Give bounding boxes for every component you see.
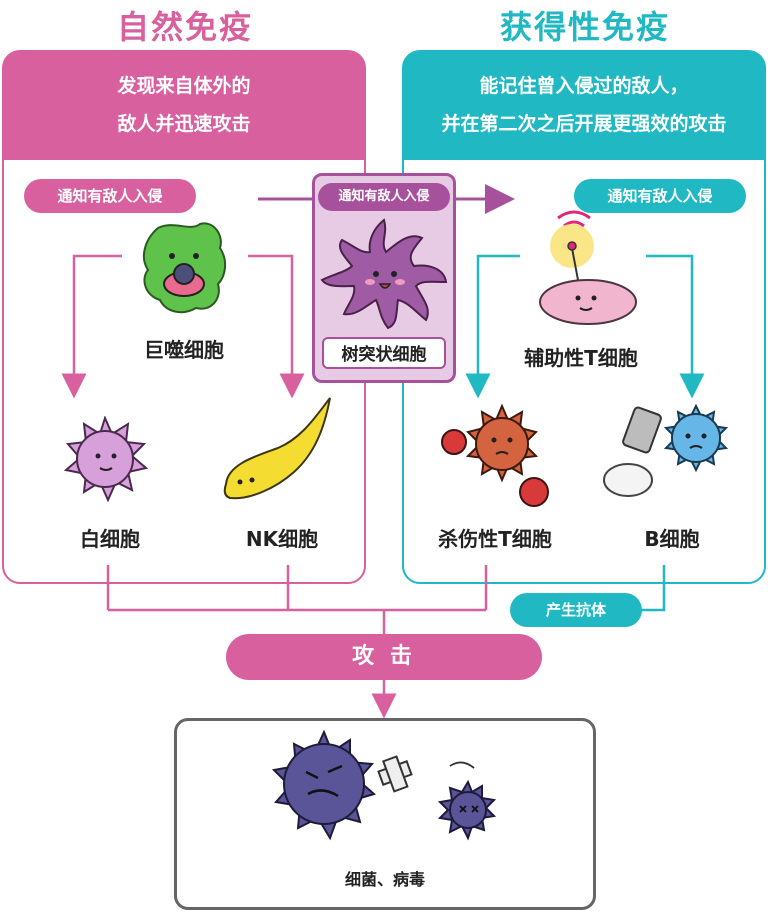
innate-panel: 发现来自体外的 敌人并迅速攻击 (2, 50, 366, 584)
nk-cell-icon (223, 397, 331, 500)
white-blood-cell-label: 白细胞 (80, 527, 140, 551)
antibody-pill: 产生抗体 (510, 593, 642, 627)
adaptive-desc-line1: 能记住曾入侵过的敌人， (479, 75, 689, 97)
innate-immunity-title: 自然免疫 (116, 8, 253, 46)
attack-bar: 攻 击 (226, 634, 542, 680)
innate-desc-line2: 敌人并迅速攻击 (117, 113, 251, 135)
adaptive-description: 能记住曾入侵过的敌人， 并在第二次之后开展更强效的攻击 (404, 52, 764, 160)
innate-notify-pill: 通知有敌人入侵 (24, 179, 196, 213)
innate-desc-line1: 发现来自体外的 (117, 75, 251, 97)
nk-cell-label: NK细胞 (245, 527, 319, 551)
target-box (174, 718, 596, 910)
dendritic-cell-icon (320, 218, 448, 330)
dendritic-cell-label: 树突状细胞 (322, 337, 446, 369)
b-cell-icon (603, 403, 729, 497)
adaptive-desc-line2: 并在第二次之后开展更强效的攻击 (441, 113, 727, 135)
macrophage-icon (142, 222, 226, 314)
killer-t-cell-label: 杀伤性T细胞 (438, 527, 552, 551)
killer-t-cell-icon (441, 403, 549, 507)
helper-t-cell-icon (539, 210, 637, 325)
white-blood-cell-icon (63, 416, 148, 502)
target-label: 细菌、病毒 (344, 870, 425, 889)
b-cell-label: B细胞 (644, 527, 700, 551)
innate-description: 发现来自体外的 敌人并迅速攻击 (4, 52, 364, 160)
adaptive-immunity-title: 获得性免疫 (499, 8, 670, 46)
macrophage-label: 巨噬细胞 (144, 338, 224, 362)
adaptive-notify-pill: 通知有敌人入侵 (574, 179, 746, 213)
helper-t-cell-label: 辅助性T细胞 (524, 346, 638, 370)
virus-icon (271, 729, 497, 841)
dendritic-notify-pill: 通知有敌人入侵 (318, 183, 450, 211)
